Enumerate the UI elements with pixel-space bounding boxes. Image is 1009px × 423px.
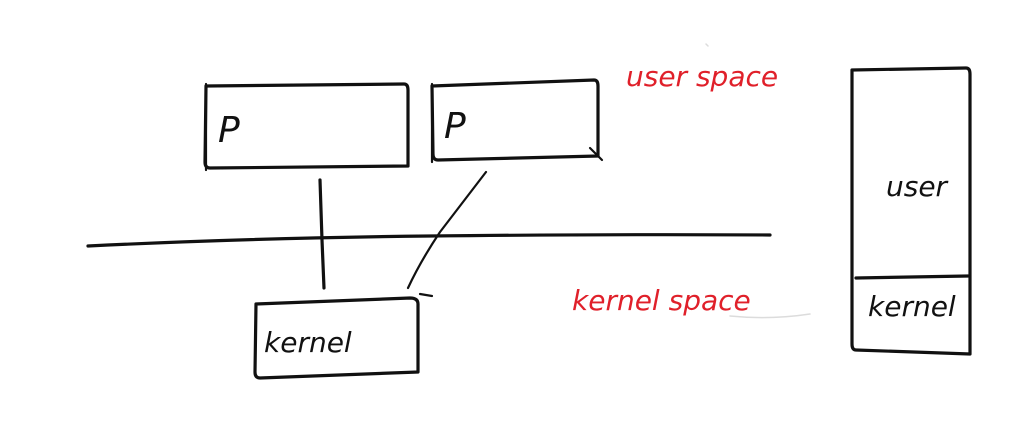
kernel-space-annotation: kernel space <box>572 284 751 317</box>
process-right-label: P <box>444 106 466 147</box>
stray-mark-kernel-space <box>729 313 811 319</box>
process-box-right: P <box>430 78 604 164</box>
boundary-line <box>86 233 772 248</box>
kernel-box-label: kernel <box>264 326 352 359</box>
process-left-label: P <box>218 110 240 151</box>
user-space-annotation: user space <box>626 60 778 93</box>
process-box-left: P <box>203 82 410 172</box>
address-space-column: user kernel <box>850 66 972 356</box>
connector-right <box>406 170 488 290</box>
kernel-box: kernel <box>253 292 434 380</box>
connector-left <box>318 178 326 290</box>
address-space-divider <box>854 274 970 280</box>
column-user-label: user <box>886 170 949 203</box>
column-kernel-label: kernel <box>868 290 956 323</box>
stray-mark-top <box>705 43 709 47</box>
